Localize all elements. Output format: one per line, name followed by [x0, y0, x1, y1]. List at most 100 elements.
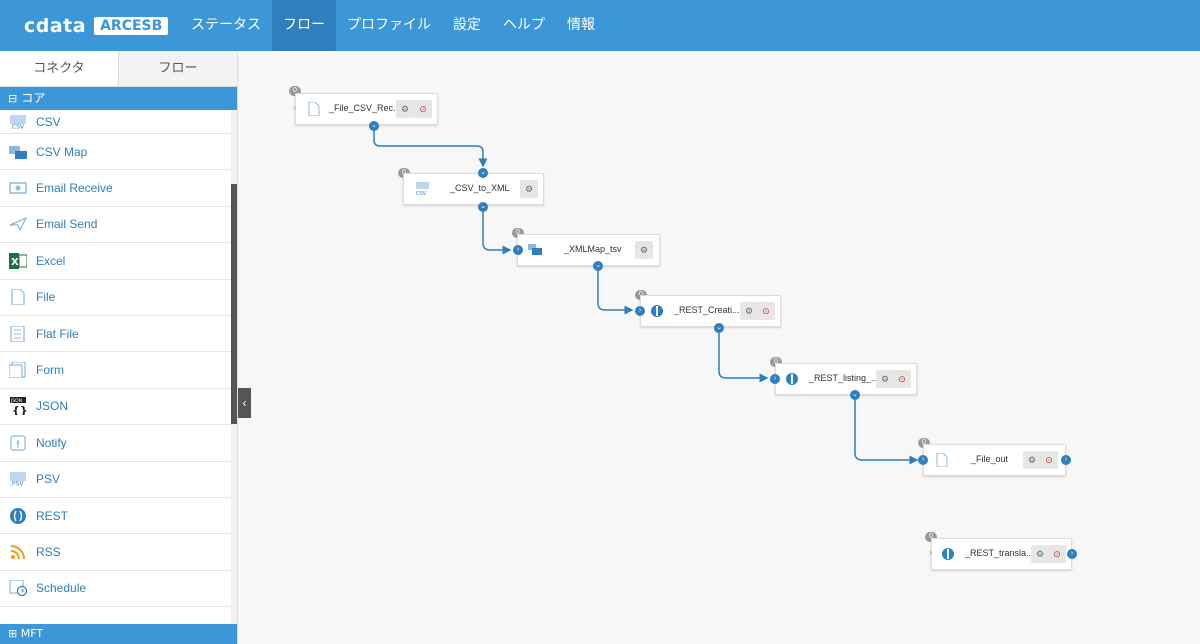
connector-item-email-receive[interactable]: Email Receive — [0, 170, 231, 207]
svg-text:{}: {} — [12, 404, 27, 415]
connector-item-excel[interactable]: X Excel — [0, 243, 231, 280]
output-port[interactable]: ⌄ — [478, 202, 488, 212]
connector-label: Schedule — [36, 581, 87, 596]
edge-4 — [718, 327, 769, 383]
node-label: _REST_transla... — [965, 548, 1034, 558]
flow-node-csv-to-xml[interactable]: CSV _CSV_to_XML ⚙ — [403, 173, 544, 205]
expand-icon: ⊞ — [8, 627, 21, 640]
connector-label: File — [36, 290, 56, 305]
json-icon: JSON{} — [9, 397, 27, 415]
node-label: _REST_listing_... — [809, 373, 879, 383]
connector-item-schedule[interactable]: Schedule — [0, 571, 231, 608]
gear-icon[interactable]: ⚙ — [1023, 451, 1041, 469]
connector-list: .CSV CSV CSV Map Email Receive Email Sen… — [0, 110, 231, 624]
nav-status[interactable]: ステータス — [191, 17, 261, 33]
input-port[interactable]: › — [770, 374, 780, 384]
svg-text:.CSV: .CSV — [10, 123, 25, 129]
gear-icon[interactable]: ⚙ — [520, 180, 538, 198]
input-port[interactable]: ⌄ — [478, 168, 488, 178]
edge-1 — [373, 126, 488, 168]
connector-label: Flat File — [36, 326, 79, 341]
connector-item-email-send[interactable]: Email Send — [0, 207, 231, 244]
output-port[interactable]: ⌄ — [369, 121, 379, 131]
node-label: _REST_Creati... — [674, 305, 740, 315]
connector-item-file[interactable]: File — [0, 280, 231, 316]
app-logo[interactable]: cdata ARCESB — [24, 15, 169, 37]
edge-2 — [482, 207, 512, 255]
tab-flow[interactable]: フロー — [119, 51, 237, 86]
connector-label: JSON — [36, 399, 69, 414]
stop-icon[interactable]: ⊙ — [893, 370, 911, 388]
output-port[interactable]: ⌄ — [850, 390, 860, 400]
output-port[interactable]: ⌄ — [593, 261, 603, 271]
stop-icon[interactable]: ⊙ — [757, 302, 775, 320]
input-port[interactable]: › — [918, 455, 928, 465]
connector-item-psv[interactable]: .PSV PSV — [0, 462, 231, 498]
sidebar-scrollbar-thumb[interactable] — [231, 184, 237, 424]
sidebar-collapse-button[interactable]: ‹ — [238, 388, 251, 418]
connector-label: Excel — [36, 253, 66, 268]
node-badge: 0 — [770, 357, 782, 367]
stop-icon[interactable]: ⊙ — [1048, 545, 1066, 563]
gear-icon[interactable]: ⚙ — [396, 100, 414, 118]
section-mft-header[interactable]: ⊞ MFT — [0, 624, 237, 644]
rest-icon — [9, 507, 27, 525]
nav-info[interactable]: 情報 — [567, 17, 595, 33]
connector-item-csv[interactable]: .CSV CSV — [0, 110, 231, 134]
connector-label: Form — [36, 363, 64, 378]
connector-item-csv-map[interactable]: CSV Map — [0, 134, 231, 171]
connector-item-flat-file[interactable]: Flat File — [0, 316, 231, 353]
stop-icon[interactable]: ⊙ — [414, 100, 432, 118]
connector-item-notify[interactable]: ! Notify — [0, 425, 231, 462]
nav-flow[interactable]: フロー — [272, 0, 336, 51]
rss-icon — [9, 543, 27, 561]
email-send-icon — [9, 215, 27, 233]
connector-label: PSV — [36, 472, 61, 487]
connector-item-json[interactable]: JSON{} JSON — [0, 389, 231, 426]
connector-item-form[interactable]: Form — [0, 352, 231, 389]
connector-label: Notify — [36, 435, 67, 450]
psv-icon: .PSV — [9, 470, 27, 488]
connector-label: Email Send — [36, 217, 98, 232]
gear-icon[interactable]: ⚙ — [635, 241, 653, 259]
input-port[interactable]: › — [635, 306, 645, 316]
section-core-header[interactable]: ⊟コア — [0, 87, 237, 110]
nav-help[interactable]: ヘルプ — [503, 17, 545, 33]
file-icon — [936, 452, 950, 468]
tab-connectors[interactable]: コネクタ — [0, 51, 119, 86]
flow-node-file-csv-receive[interactable]: › _File_CSV_Rec... ⚙ ⊙ — [293, 93, 438, 125]
file-icon — [308, 101, 322, 117]
nav-profile[interactable]: プロファイル — [347, 17, 431, 33]
node-badge: 0 — [925, 532, 937, 542]
nav-settings[interactable]: 設定 — [453, 17, 481, 33]
xml-map-icon — [528, 243, 542, 257]
gear-icon[interactable]: ⚙ — [740, 302, 758, 320]
main-nav: ステータス フロー プロファイル 設定 ヘルプ 情報 — [180, 0, 606, 51]
connector-label: CSV — [36, 114, 61, 129]
gear-icon[interactable]: ⚙ — [876, 370, 894, 388]
gear-icon[interactable]: ⚙ — [1031, 545, 1049, 563]
flow-node-xmlmap-tsv[interactable]: _XMLMap_tsv ⚙ — [517, 234, 660, 266]
rest-icon — [786, 372, 800, 386]
csv-icon: CSV — [416, 182, 430, 197]
flow-node-rest-translation[interactable]: › _REST_transla... ⚙ ⊙ — [929, 538, 1072, 570]
output-port[interactable]: › — [1067, 549, 1077, 559]
node-label: _File_CSV_Rec... — [329, 103, 401, 113]
flow-node-rest-listing[interactable]: _REST_listing_... ⚙ ⊙ — [775, 363, 917, 395]
section-core-label: コア — [21, 91, 46, 105]
form-icon — [9, 361, 27, 379]
output-port[interactable]: ⌄ — [714, 323, 724, 333]
collapse-icon: ⊟ — [8, 92, 18, 105]
output-port[interactable]: › — [1061, 455, 1071, 465]
stop-icon[interactable]: ⊙ — [1040, 451, 1058, 469]
flow-node-file-out[interactable]: _File_out ⚙ ⊙ — [923, 444, 1066, 476]
chevron-left-icon: ‹ — [242, 396, 247, 410]
section-mft-label: MFT — [20, 627, 44, 640]
flow-node-rest-creation[interactable]: _REST_Creati... ⚙ ⊙ — [640, 295, 781, 327]
connector-item-rest[interactable]: REST — [0, 498, 231, 535]
email-receive-icon — [9, 179, 27, 197]
csv-icon: .CSV — [9, 113, 27, 131]
node-label: _XMLMap_tsv — [564, 244, 622, 254]
input-port[interactable]: › — [513, 245, 523, 255]
connector-item-rss[interactable]: RSS — [0, 534, 231, 571]
